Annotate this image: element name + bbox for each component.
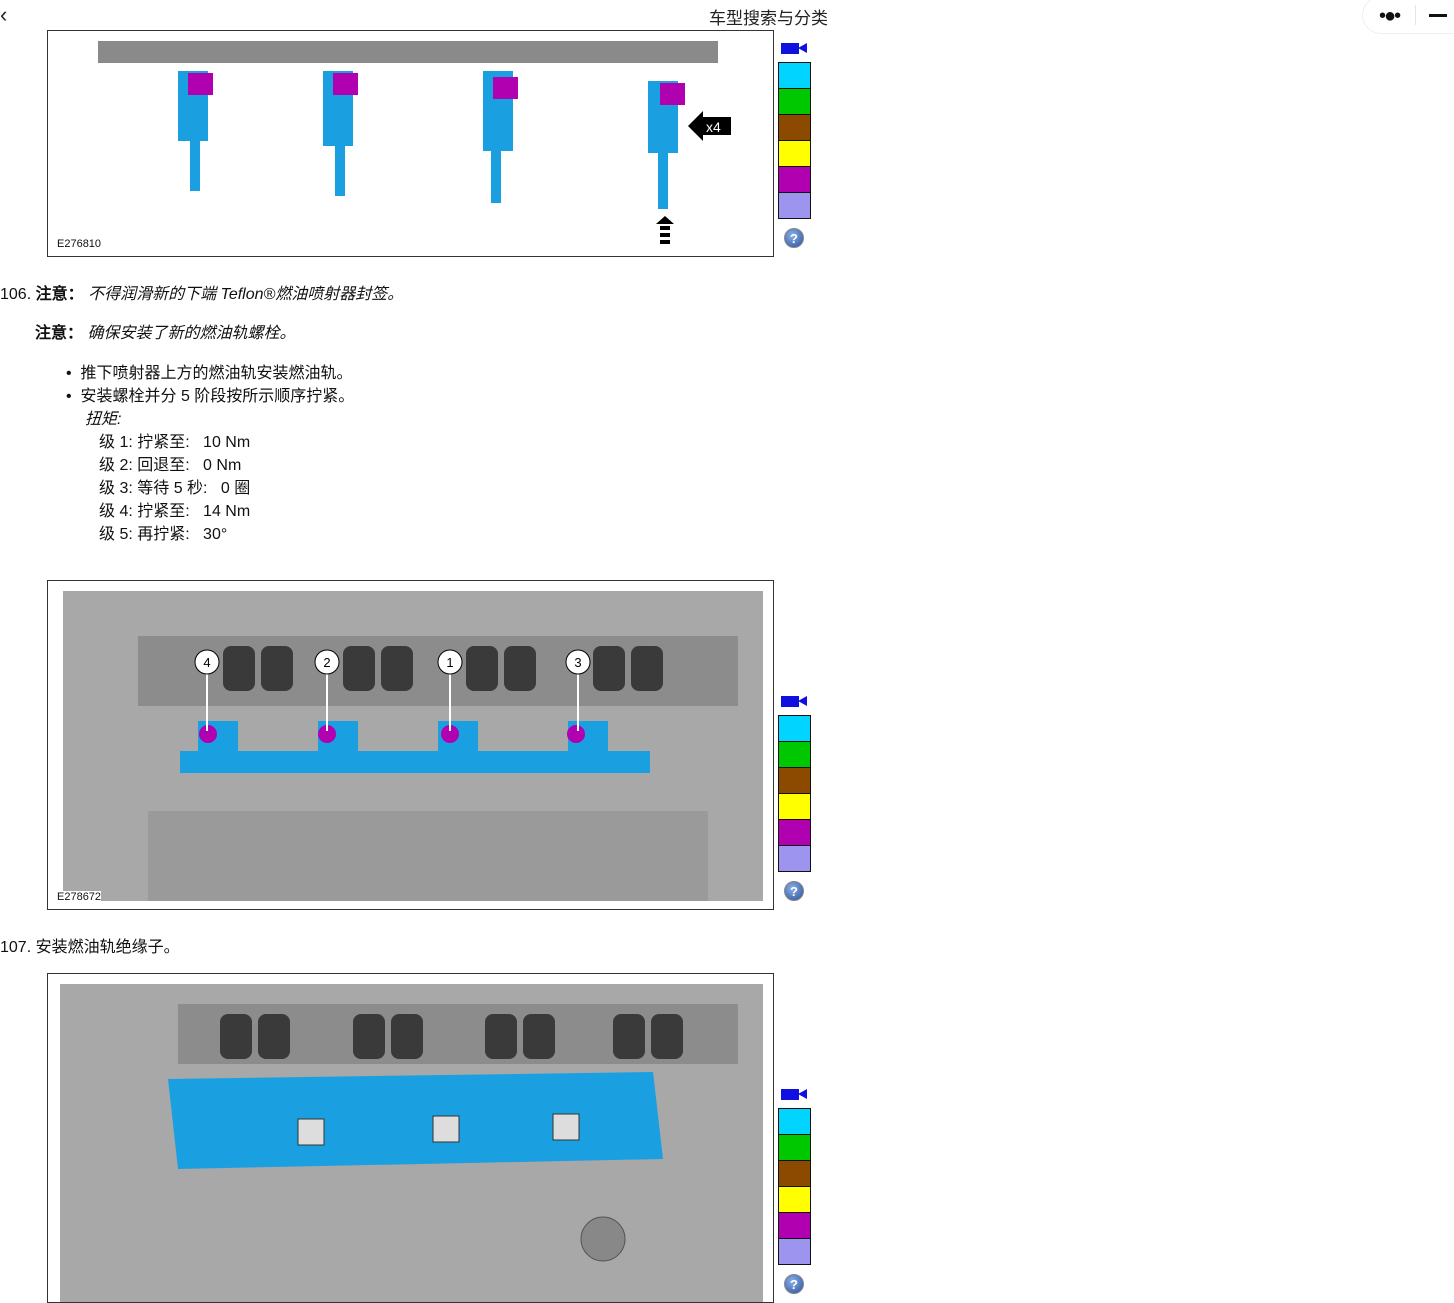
video-camera-icon[interactable]: [781, 693, 807, 709]
color-swatch-green[interactable]: [778, 1134, 811, 1161]
figure-rail-insulator: [47, 973, 774, 1303]
color-swatch-magenta[interactable]: [778, 166, 811, 193]
figure-fuel-rail-bolts: 4 2 1 3 E278672: [47, 580, 774, 910]
color-swatch-lavender[interactable]: [778, 845, 811, 872]
figure-id: E278672: [57, 891, 102, 903]
bullet-item: • 推下喷射器上方的燃油轨安装燃油轨。: [66, 365, 353, 382]
color-swatch-brown[interactable]: [778, 114, 811, 141]
color-swatch-green[interactable]: [778, 88, 811, 115]
color-swatch-yellow[interactable]: [778, 140, 811, 167]
page-title: 车型搜索与分类: [709, 9, 828, 28]
step-106-note-2: 注意： 确保安装了新的燃油轨螺栓。: [35, 325, 296, 342]
torque-stages: 级 1: 拧紧至: 10 Nm 级 2: 回退至: 0 Nm 级 3: 等待 5…: [99, 428, 250, 543]
torque-stage: 级 5: 再拧紧: 30°: [99, 526, 228, 543]
callout-x4: x4: [706, 119, 721, 135]
color-swatch-magenta[interactable]: [778, 1212, 811, 1239]
figure-id: E276810: [57, 238, 102, 250]
step-107: 107. 安装燃油轨绝缘子。: [0, 939, 180, 956]
injector-illustration: x4: [98, 41, 731, 244]
mini-program-capsule: •●•: [1362, 0, 1454, 34]
bullet-item: • 安装螺栓并分 5 阶段按所示顺序拧紧。: [66, 388, 355, 405]
callout-1: 1: [446, 655, 453, 670]
color-swatch-cyan[interactable]: [778, 62, 811, 89]
top-bar: ‹ 车型搜索与分类 •●•: [0, 0, 1454, 34]
color-swatch-cyan[interactable]: [778, 1108, 811, 1135]
divider: [1415, 5, 1416, 25]
minus-icon[interactable]: [1429, 14, 1447, 17]
callout-3: 3: [574, 655, 581, 670]
help-icon[interactable]: ?: [784, 1274, 804, 1294]
color-palette: ?: [778, 693, 811, 901]
color-palette: ?: [778, 40, 811, 248]
more-dots-icon[interactable]: •●•: [1379, 5, 1401, 27]
callout-4: 4: [203, 655, 210, 670]
color-palette: ?: [778, 1086, 811, 1294]
torque-stage: 级 3: 等待 5 秒: 0 圈: [99, 480, 251, 497]
engine-illustration: 4 2 1 3: [63, 591, 763, 901]
color-swatch-lavender[interactable]: [778, 1238, 811, 1265]
back-chevron-icon[interactable]: ‹: [0, 2, 8, 27]
torque-stage: 级 2: 回退至: 0 Nm: [99, 457, 242, 474]
help-icon[interactable]: ?: [784, 881, 804, 901]
color-swatch-lavender[interactable]: [778, 192, 811, 219]
color-swatch-brown[interactable]: [778, 767, 811, 794]
torque-stage: 级 1: 拧紧至: 10 Nm: [99, 434, 251, 451]
figure-injectors: x4 E276810: [47, 30, 774, 257]
step-106-note-1: 106. 注意： 不得润滑新的下端 Teflon®燃油喷射器封签。: [0, 286, 404, 303]
callout-2: 2: [323, 655, 330, 670]
torque-stage: 级 4: 拧紧至: 14 Nm: [99, 503, 251, 520]
color-swatch-yellow[interactable]: [778, 793, 811, 820]
color-swatch-brown[interactable]: [778, 1160, 811, 1187]
video-camera-icon[interactable]: [781, 40, 807, 56]
torque-label: 扭矩:: [85, 411, 122, 428]
color-swatch-magenta[interactable]: [778, 819, 811, 846]
color-swatch-yellow[interactable]: [778, 1186, 811, 1213]
help-icon[interactable]: ?: [784, 228, 804, 248]
color-swatch-green[interactable]: [778, 741, 811, 768]
engine-insulator-illustration: [60, 984, 763, 1302]
color-swatch-cyan[interactable]: [778, 715, 811, 742]
video-camera-icon[interactable]: [781, 1086, 807, 1102]
